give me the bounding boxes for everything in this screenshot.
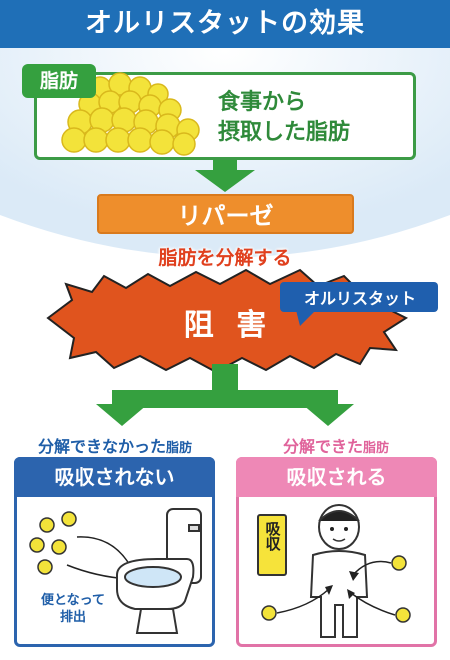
- digested-label-main: 分解できた: [282, 437, 363, 456]
- digested-label-small: 脂肪: [363, 441, 390, 456]
- digested-fat-label: 分解できた脂肪: [236, 433, 436, 457]
- undigested-fat-label: 分解できなかった脂肪: [15, 433, 215, 457]
- excrete-line1: 便となって: [41, 593, 105, 608]
- fat-desc-line2: 摂取した脂肪: [218, 120, 351, 145]
- absorb-tag: 吸収: [257, 514, 287, 576]
- orlistat-label: オルリスタット: [303, 289, 416, 308]
- excrete-text: 便となって 排出: [28, 592, 118, 626]
- undigested-label-small: 脂肪: [166, 441, 193, 456]
- split-arrows: [96, 364, 354, 426]
- lipase-box: リパーゼ: [97, 194, 354, 234]
- block-label: 阻 害: [183, 308, 273, 343]
- fat-desc-line1: 食事から: [218, 90, 307, 115]
- excrete-line2: 排出: [59, 610, 86, 625]
- decompose-label: 脂肪を分解する: [158, 247, 292, 269]
- toilet-illustration: [29, 508, 202, 634]
- not-absorbed-heading: 吸収されない: [14, 457, 215, 497]
- fat-tag: 脂肪: [22, 64, 96, 98]
- person-illustration: [261, 504, 411, 638]
- absorb-tag-text: 吸収: [263, 521, 282, 551]
- arrow-down-1: [195, 160, 255, 192]
- fat-description: 食事から 摂取した脂肪: [218, 88, 408, 148]
- page-title: オルリスタットの効果: [85, 8, 365, 39]
- undigested-label-main: 分解できなかった: [37, 437, 166, 456]
- absorbed-heading: 吸収される: [236, 457, 437, 497]
- title-bar: [0, 0, 450, 48]
- orlistat-speech-bubble: [280, 282, 438, 326]
